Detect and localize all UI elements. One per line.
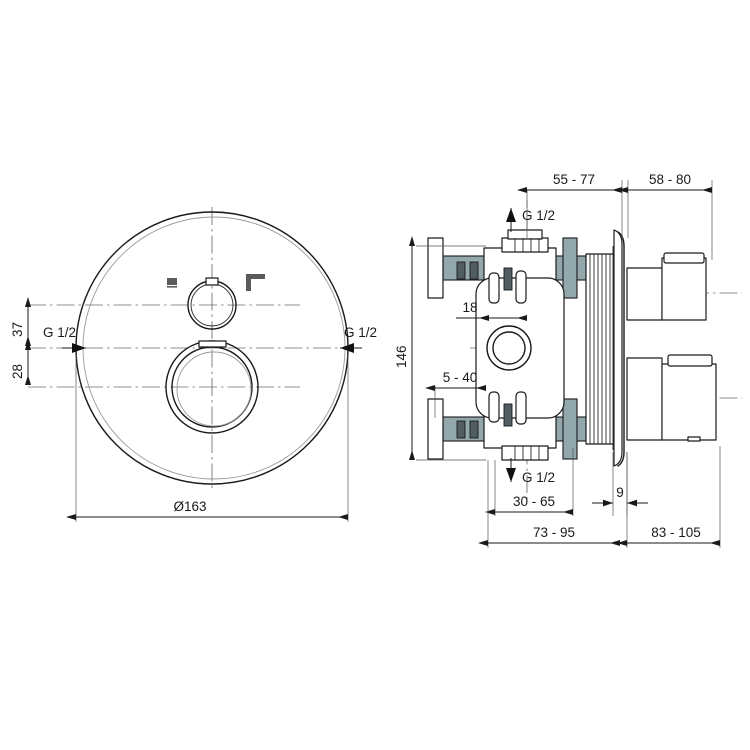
section-dim-55-77-label: 55 - 77 — [553, 172, 595, 187]
section-dim-18-label: 18 — [462, 300, 477, 315]
section-dim-9-label: 9 — [616, 485, 624, 500]
temperature-handle-side[interactable] — [626, 252, 707, 321]
front-port-right: G 1/2 — [340, 325, 377, 353]
section-port-top-label: G 1/2 — [522, 208, 555, 223]
inlet-nipple-top — [501, 229, 549, 253]
temperature-handle[interactable] — [187, 277, 237, 330]
front-dim-diameter: Ø163 — [66, 355, 349, 522]
threaded-extension-sleeve — [585, 253, 615, 445]
front-view-group: G 1/2 G 1/2 37 28 Ø163 — [10, 207, 377, 522]
thermostat-bars-icon — [167, 278, 177, 288]
section-port-bottom: G 1/2 — [506, 458, 555, 485]
section-dim-58-80-label: 58 - 80 — [649, 172, 691, 187]
front-dim-diameter-label: Ø163 — [173, 499, 206, 514]
section-dim-146-label: 146 — [394, 345, 409, 368]
volume-handle-side[interactable] — [626, 354, 717, 442]
section-dim-30-65-label: 30 - 65 — [513, 494, 555, 509]
front-port-left-label: G 1/2 — [43, 325, 76, 340]
section-port-top: G 1/2 — [506, 208, 555, 232]
mounting-bracket-lower-left — [427, 398, 504, 460]
inlet-nipple-bottom — [501, 445, 549, 461]
front-dim-28: 28 — [10, 340, 31, 385]
section-dim-83-105-label: 83 - 105 — [651, 525, 701, 540]
front-port-right-label: G 1/2 — [344, 325, 377, 340]
front-dim-37-label: 37 — [10, 322, 25, 337]
front-port-left: G 1/2 — [43, 325, 86, 353]
faceplate-edge-side — [612, 229, 625, 467]
section-dim-83-105: 83 - 105 — [617, 446, 721, 548]
section-dim-73-95-label: 73 - 95 — [533, 525, 575, 540]
section-dim-5-40: 5 - 40 — [425, 370, 486, 418]
front-dim-37: 37 — [10, 297, 31, 348]
section-dim-30-65: 30 - 65 — [485, 448, 574, 516]
section-dim-18: 18 — [456, 300, 527, 321]
front-dim-28-label: 28 — [10, 364, 25, 379]
section-view-group: 55 - 77 58 - 80 146 18 5 - 40 — [394, 172, 742, 548]
section-dim-5-40-label: 5 - 40 — [443, 370, 478, 385]
section-dim-58-80: 58 - 80 — [618, 172, 713, 260]
section-dim-55-77: 55 - 77 — [517, 172, 623, 238]
section-dim-73-95: 73 - 95 — [478, 460, 620, 548]
section-dim-146: 146 — [394, 236, 486, 461]
concealed-body-block — [475, 247, 565, 449]
corner-outlet-icon — [246, 274, 265, 291]
section-port-bottom-label: G 1/2 — [522, 470, 555, 485]
volume-handle[interactable] — [165, 340, 259, 434]
